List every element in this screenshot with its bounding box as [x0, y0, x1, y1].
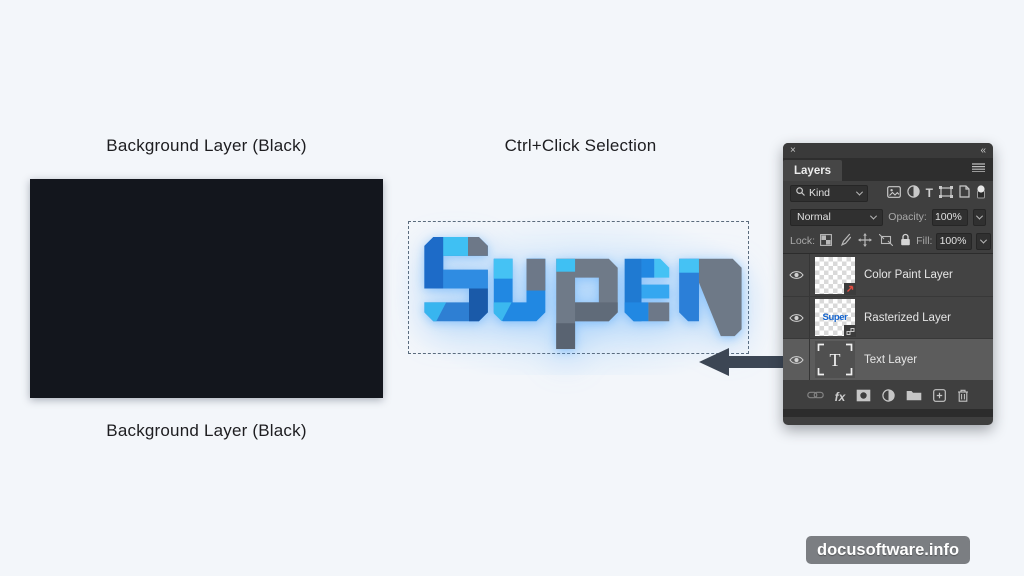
layer-row-text-selected[interactable]: T Text Layer [783, 338, 993, 380]
layer-thumbnail[interactable] [815, 256, 856, 295]
blend-mode-select[interactable]: Normal [790, 208, 884, 226]
lock-all-icon[interactable] [900, 233, 911, 249]
opacity-dropdown-button[interactable] [972, 208, 986, 226]
filter-kind-select[interactable]: Kind [790, 184, 868, 202]
super-text-artwork [424, 237, 742, 350]
chevron-down-icon [855, 188, 864, 196]
thumb-letter-T: T [830, 350, 841, 370]
super-word: Super [0, 0, 1, 1]
link-layers-icon[interactable] [806, 390, 824, 403]
visibility-eye-icon[interactable] [783, 297, 810, 338]
add-layer-mask-icon[interactable] [856, 389, 871, 405]
new-layer-icon[interactable] [933, 388, 947, 405]
black-background-layer-preview [30, 179, 383, 398]
marching-ants-selection [408, 221, 749, 354]
layer-name: Rasterized Layer [864, 311, 951, 324]
layer-row-rasterized[interactable]: Super Rasterized Layer [783, 296, 993, 338]
lock-label: Lock: [790, 235, 816, 247]
pixel-layers-filter-icon[interactable] [886, 185, 901, 201]
kind-label: Kind [809, 187, 831, 199]
smart-object-filter-icon[interactable] [959, 185, 970, 201]
panel-menu-icon[interactable] [972, 163, 985, 175]
new-adjustment-layer-icon[interactable] [882, 388, 896, 405]
background-layer-label-bottom: Background Layer (Black) [106, 421, 307, 440]
fill-label: Fill: [916, 235, 933, 247]
adjustment-filter-icon[interactable] [906, 185, 920, 201]
panel-bottom-edge [783, 409, 993, 417]
layers-list: Color Paint Layer Super Rasterized Layer [783, 253, 993, 380]
layer-row-color-paint[interactable]: Color Paint Layer [783, 254, 993, 296]
delete-layer-icon[interactable] [957, 389, 969, 405]
filter-toggle-icon[interactable] [976, 184, 986, 202]
panel-tab-row: Layers [783, 158, 993, 181]
lock-transparency-icon[interactable] [820, 233, 833, 249]
layer-name: Text Layer [864, 353, 918, 366]
panel-footer: fx [783, 380, 993, 409]
opacity-input[interactable]: 100% [931, 208, 968, 226]
left-arrow [699, 348, 785, 376]
lock-row: Lock: Fill: [783, 229, 993, 253]
search-icon [796, 187, 805, 199]
visibility-eye-icon[interactable] [783, 339, 810, 380]
new-group-icon[interactable] [906, 389, 922, 404]
collapse-panel-icon[interactable]: « [980, 145, 986, 156]
lock-pixels-icon[interactable] [839, 233, 852, 249]
shape-filter-icon[interactable] [939, 185, 953, 201]
rasterized-layer-badge-icon [844, 325, 856, 337]
watermark-badge: docusoftware.info [806, 536, 971, 564]
layer-styles-fx-icon[interactable]: fx [834, 389, 846, 404]
lock-artboard-icon[interactable] [878, 233, 894, 249]
lock-position-icon[interactable] [858, 232, 873, 250]
mini-super-text: Super [822, 312, 848, 323]
close-icon[interactable]: × [790, 145, 796, 156]
chevron-down-icon [870, 212, 878, 220]
type-filter-icon[interactable]: T [925, 186, 933, 200]
opacity-label: Opacity: [888, 211, 927, 223]
fill-input[interactable]: 100% [936, 232, 973, 250]
layers-panel: × « Layers Kind [783, 143, 993, 425]
layer-name: Color Paint Layer [864, 269, 953, 281]
layer-thumbnail[interactable]: Super [815, 299, 856, 337]
filter-row: Kind T [783, 181, 993, 205]
tab-layers[interactable]: Layers [783, 160, 843, 181]
fill-dropdown-button[interactable] [976, 232, 992, 250]
background-layer-label-top: Background Layer (Black) [106, 136, 307, 155]
clipped-layer-badge-icon [844, 282, 856, 295]
blend-row: Normal Opacity: 100% [783, 205, 993, 229]
ctrl-click-selection-label: Ctrl+Click Selection [504, 136, 657, 155]
text-layer-thumbnail[interactable]: T [815, 341, 855, 378]
panel-titlebar: × « [783, 143, 993, 158]
visibility-eye-icon[interactable] [783, 254, 810, 296]
blend-mode-value: Normal [797, 211, 831, 223]
